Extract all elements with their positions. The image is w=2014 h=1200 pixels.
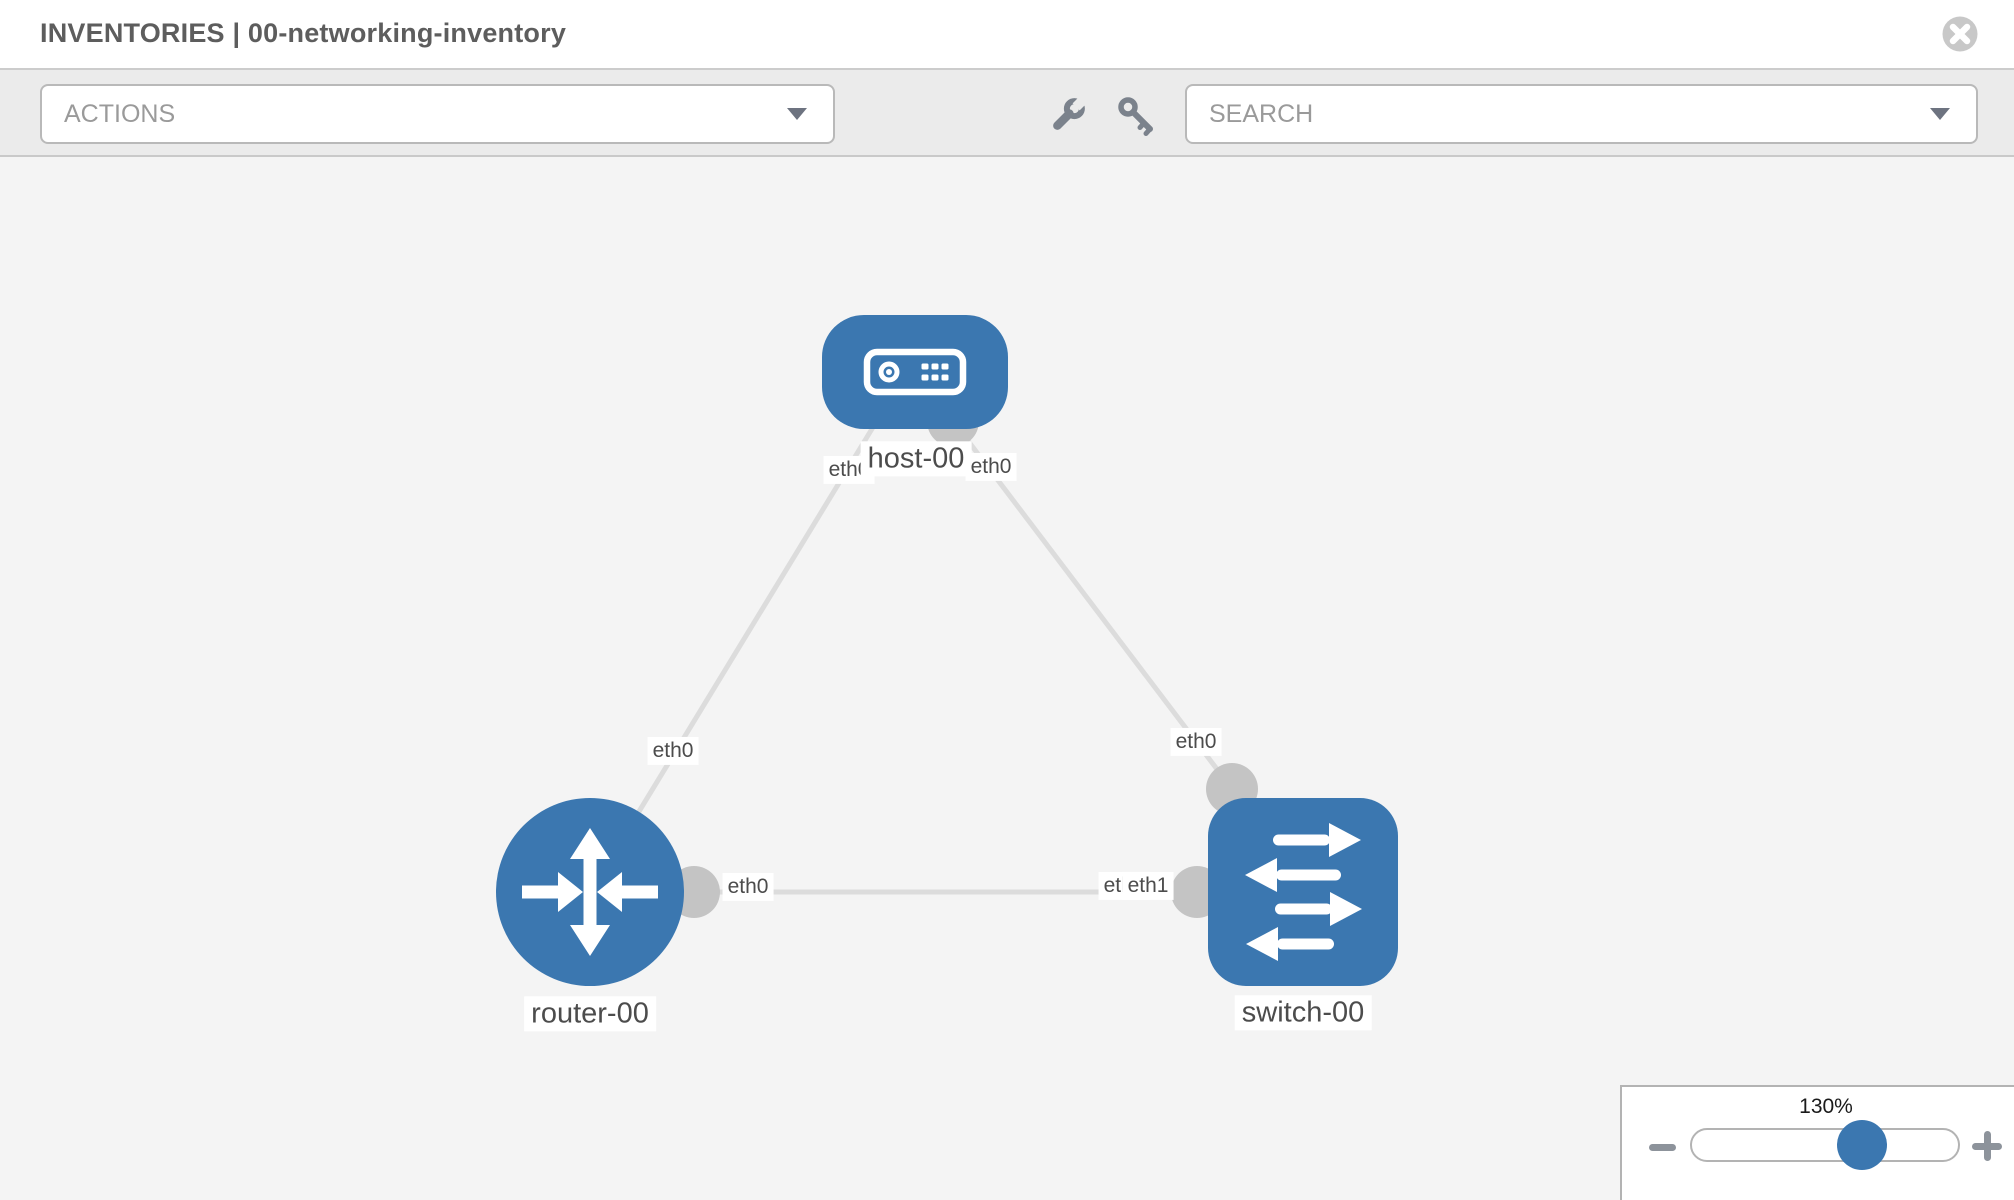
topology-svg [496,315,1398,986]
header: INVENTORIES | 00-networking-inventory [0,0,2014,70]
zoom-level-label: 130% [1799,1095,1853,1118]
host-icon [863,348,967,396]
node-router-00[interactable] [496,798,684,986]
close-button[interactable] [1941,15,1979,53]
chevron-down-icon [787,108,807,120]
key-icon [1118,97,1153,136]
search-placeholder: SEARCH [1209,99,1314,128]
node-host-00[interactable] [822,315,1008,429]
node-label-host: host-00 [860,441,972,477]
interface-label-host-eth0-right: eth0 [965,452,1017,482]
zoom-slider-track[interactable] [1690,1128,1960,1162]
close-icon [1942,16,1978,52]
plus-icon [1983,1131,1991,1161]
minus-icon [1649,1144,1676,1151]
actions-dropdown[interactable]: ACTIONS [40,84,835,144]
node-label-router: router-00 [524,996,656,1032]
node-switch-00[interactable] [1208,798,1398,986]
interface-label-router-eth0-up: eth0 [647,736,699,766]
router-icon [522,828,658,956]
wrench-button[interactable] [1046,93,1090,137]
key-button[interactable] [1114,93,1158,137]
search-dropdown[interactable]: SEARCH [1185,84,1978,144]
interface-label-switch-eth0-up: eth0 [1170,727,1222,757]
topology-canvas[interactable]: eth1 eth1 eth0 eth0 eth0 eth0 host-00 et… [0,157,2014,1200]
links [587,417,1234,895]
interface-label-switch-eth1: eth1 [1122,871,1174,901]
interface-label-router-eth0-mid: eth0 [722,872,774,902]
toolbar: ACTIONS SEARCH [0,70,2014,157]
zoom-out-button[interactable] [1646,1133,1680,1161]
wrench-icon [1053,96,1087,130]
node-label-switch: switch-00 [1234,995,1372,1031]
chevron-down-icon [1930,108,1950,120]
zoom-panel: 130% [1620,1085,2014,1200]
link-host-switch[interactable] [951,419,1234,791]
zoom-in-button[interactable] [1970,1129,2004,1163]
actions-dropdown-label: ACTIONS [64,99,176,128]
page-title: INVENTORIES | 00-networking-inventory [40,18,567,48]
zoom-slider-thumb[interactable] [1837,1120,1887,1170]
switch-icon [1245,823,1362,961]
